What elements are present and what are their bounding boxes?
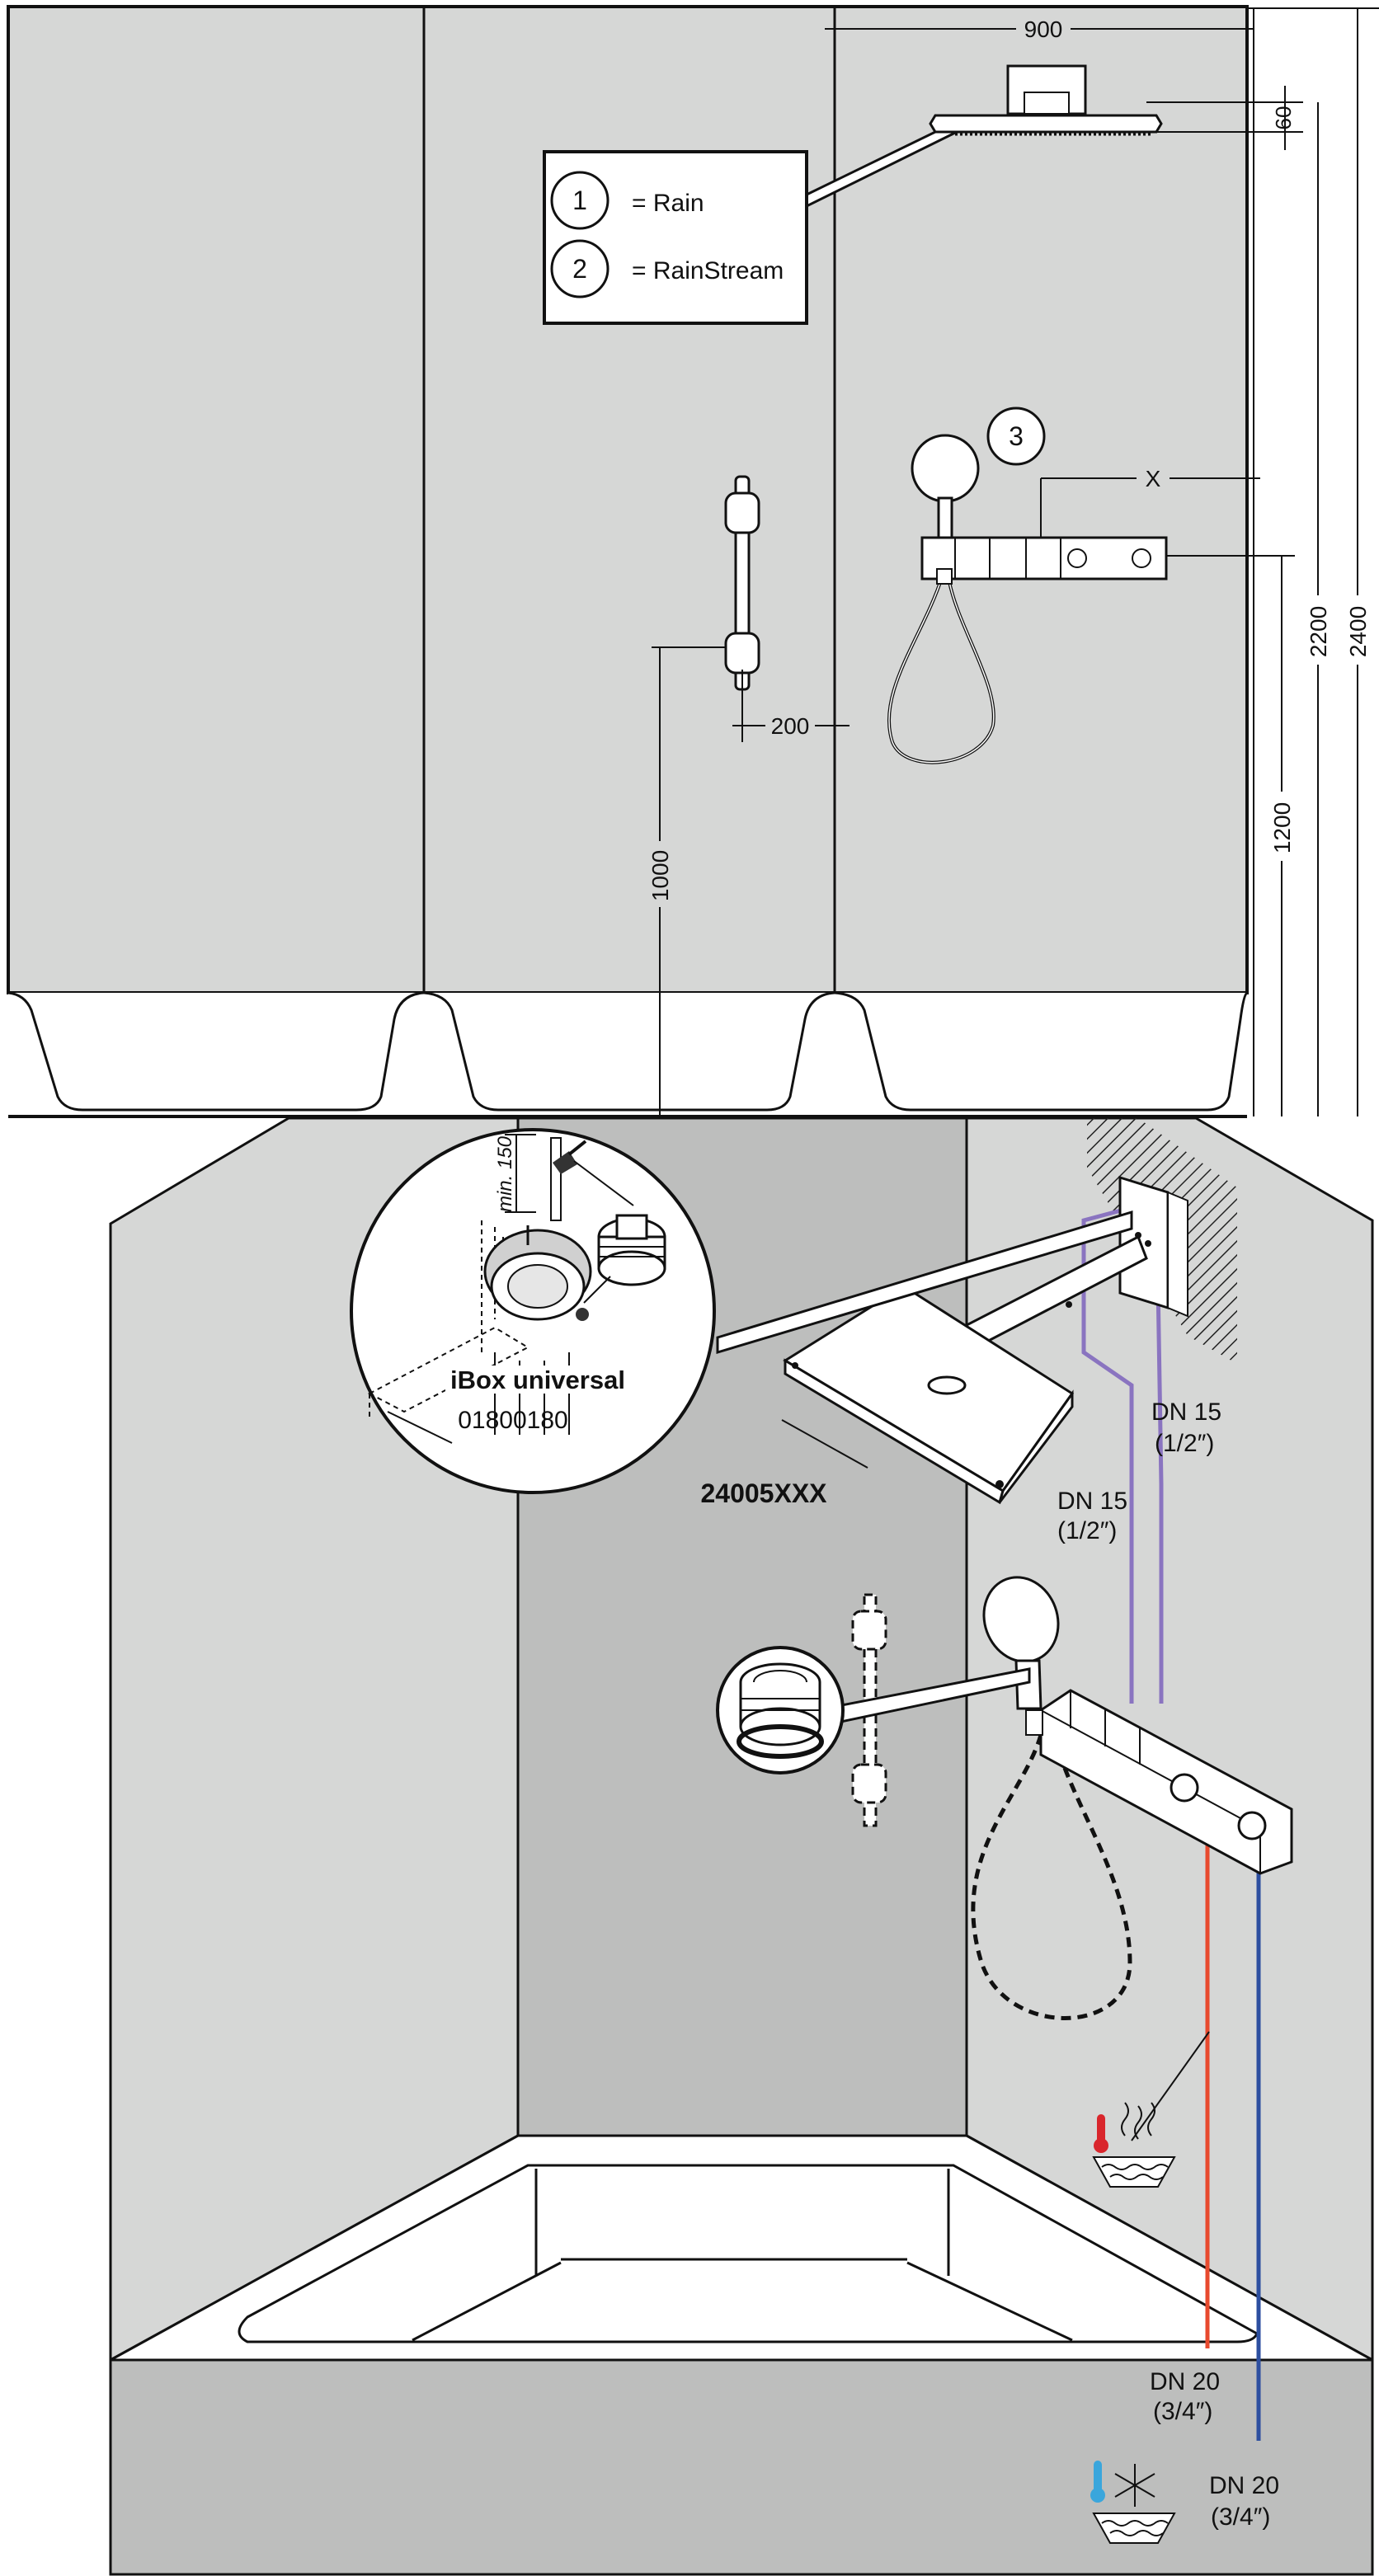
- dim-1000-label: 1000: [647, 850, 673, 901]
- legend-1-number: 1: [572, 186, 587, 215]
- outlet-pipe-a: [1081, 1205, 1134, 1704]
- dimension-labels: 900 60 X 200 1000 1200 2200 2400: [647, 15, 1371, 907]
- dn15-a-line2: (1/2″): [1155, 1430, 1214, 1457]
- thermostat-perspective: [971, 1576, 1293, 2020]
- outlet-pipe-b: [1155, 1282, 1164, 1704]
- dn20-hot-line1: DN 20: [1150, 2368, 1220, 2395]
- legend-1-marker: [550, 171, 609, 230]
- thermostat-with-hand-shower-front: 3: [887, 407, 1168, 764]
- dn15-b-line2: (1/2″): [1057, 1517, 1117, 1544]
- bathtub-apron: [109, 2358, 1374, 2576]
- part-number-label: 24005XXX: [700, 1478, 827, 1508]
- callout-3-number: 3: [1009, 421, 1024, 451]
- overhead-shower-head: [929, 64, 1163, 136]
- dim-x-label: X: [1146, 466, 1161, 491]
- bathtub-front-elevation: [8, 993, 1247, 1116]
- dim-1200-label: 1200: [1269, 802, 1295, 853]
- dn20-cold-line1: DN 20: [1209, 2472, 1279, 2499]
- dim-900-label: 900: [1024, 16, 1063, 42]
- overhead-shower-perspective: [783, 1175, 1188, 1505]
- legend-2-number: 2: [572, 254, 587, 284]
- ibox-code: 01800180: [458, 1407, 567, 1434]
- grab-bar-front: [724, 475, 760, 691]
- dim-2200-label: 2200: [1306, 606, 1331, 657]
- front-elevation: 1 = Rain 2 = RainStream 3: [7, 5, 1379, 1118]
- ibox-detail-callout: min. 150 iBox universal: [350, 1128, 1133, 1494]
- connector-detail-callout: [716, 1646, 1031, 1775]
- perspective-view: min. 150 iBox universal: [109, 1116, 1374, 2576]
- thermostat-knob-right: [1237, 1811, 1267, 1840]
- cold-water-icon: [1090, 2461, 1176, 2544]
- shower-mode-legend: 1 = Rain 2 = RainStream: [543, 130, 958, 325]
- dn20-hot-line2: (3/4″): [1153, 2398, 1212, 2425]
- dim-60-label: 60: [1271, 106, 1296, 130]
- dim-2400-label: 2400: [1345, 606, 1371, 657]
- dim-200-label: 200: [771, 713, 810, 739]
- dn15-a-line1: DN 15: [1151, 1398, 1221, 1426]
- ibox-title: iBox universal: [450, 1366, 625, 1394]
- dn20-cold-line2: (3/4″): [1211, 2503, 1270, 2531]
- thermostat-knob-left: [1170, 1773, 1199, 1803]
- legend-2-label: = RainStream: [632, 257, 784, 284]
- hot-water-icon: [1092, 2031, 1210, 2188]
- callout-3-marker: [986, 407, 1046, 466]
- legend-2-marker: [550, 239, 609, 298]
- legend-1-label: = Rain: [632, 190, 704, 217]
- dn15-b-line1: DN 15: [1057, 1488, 1127, 1515]
- min-150-label: min. 150: [494, 1135, 516, 1212]
